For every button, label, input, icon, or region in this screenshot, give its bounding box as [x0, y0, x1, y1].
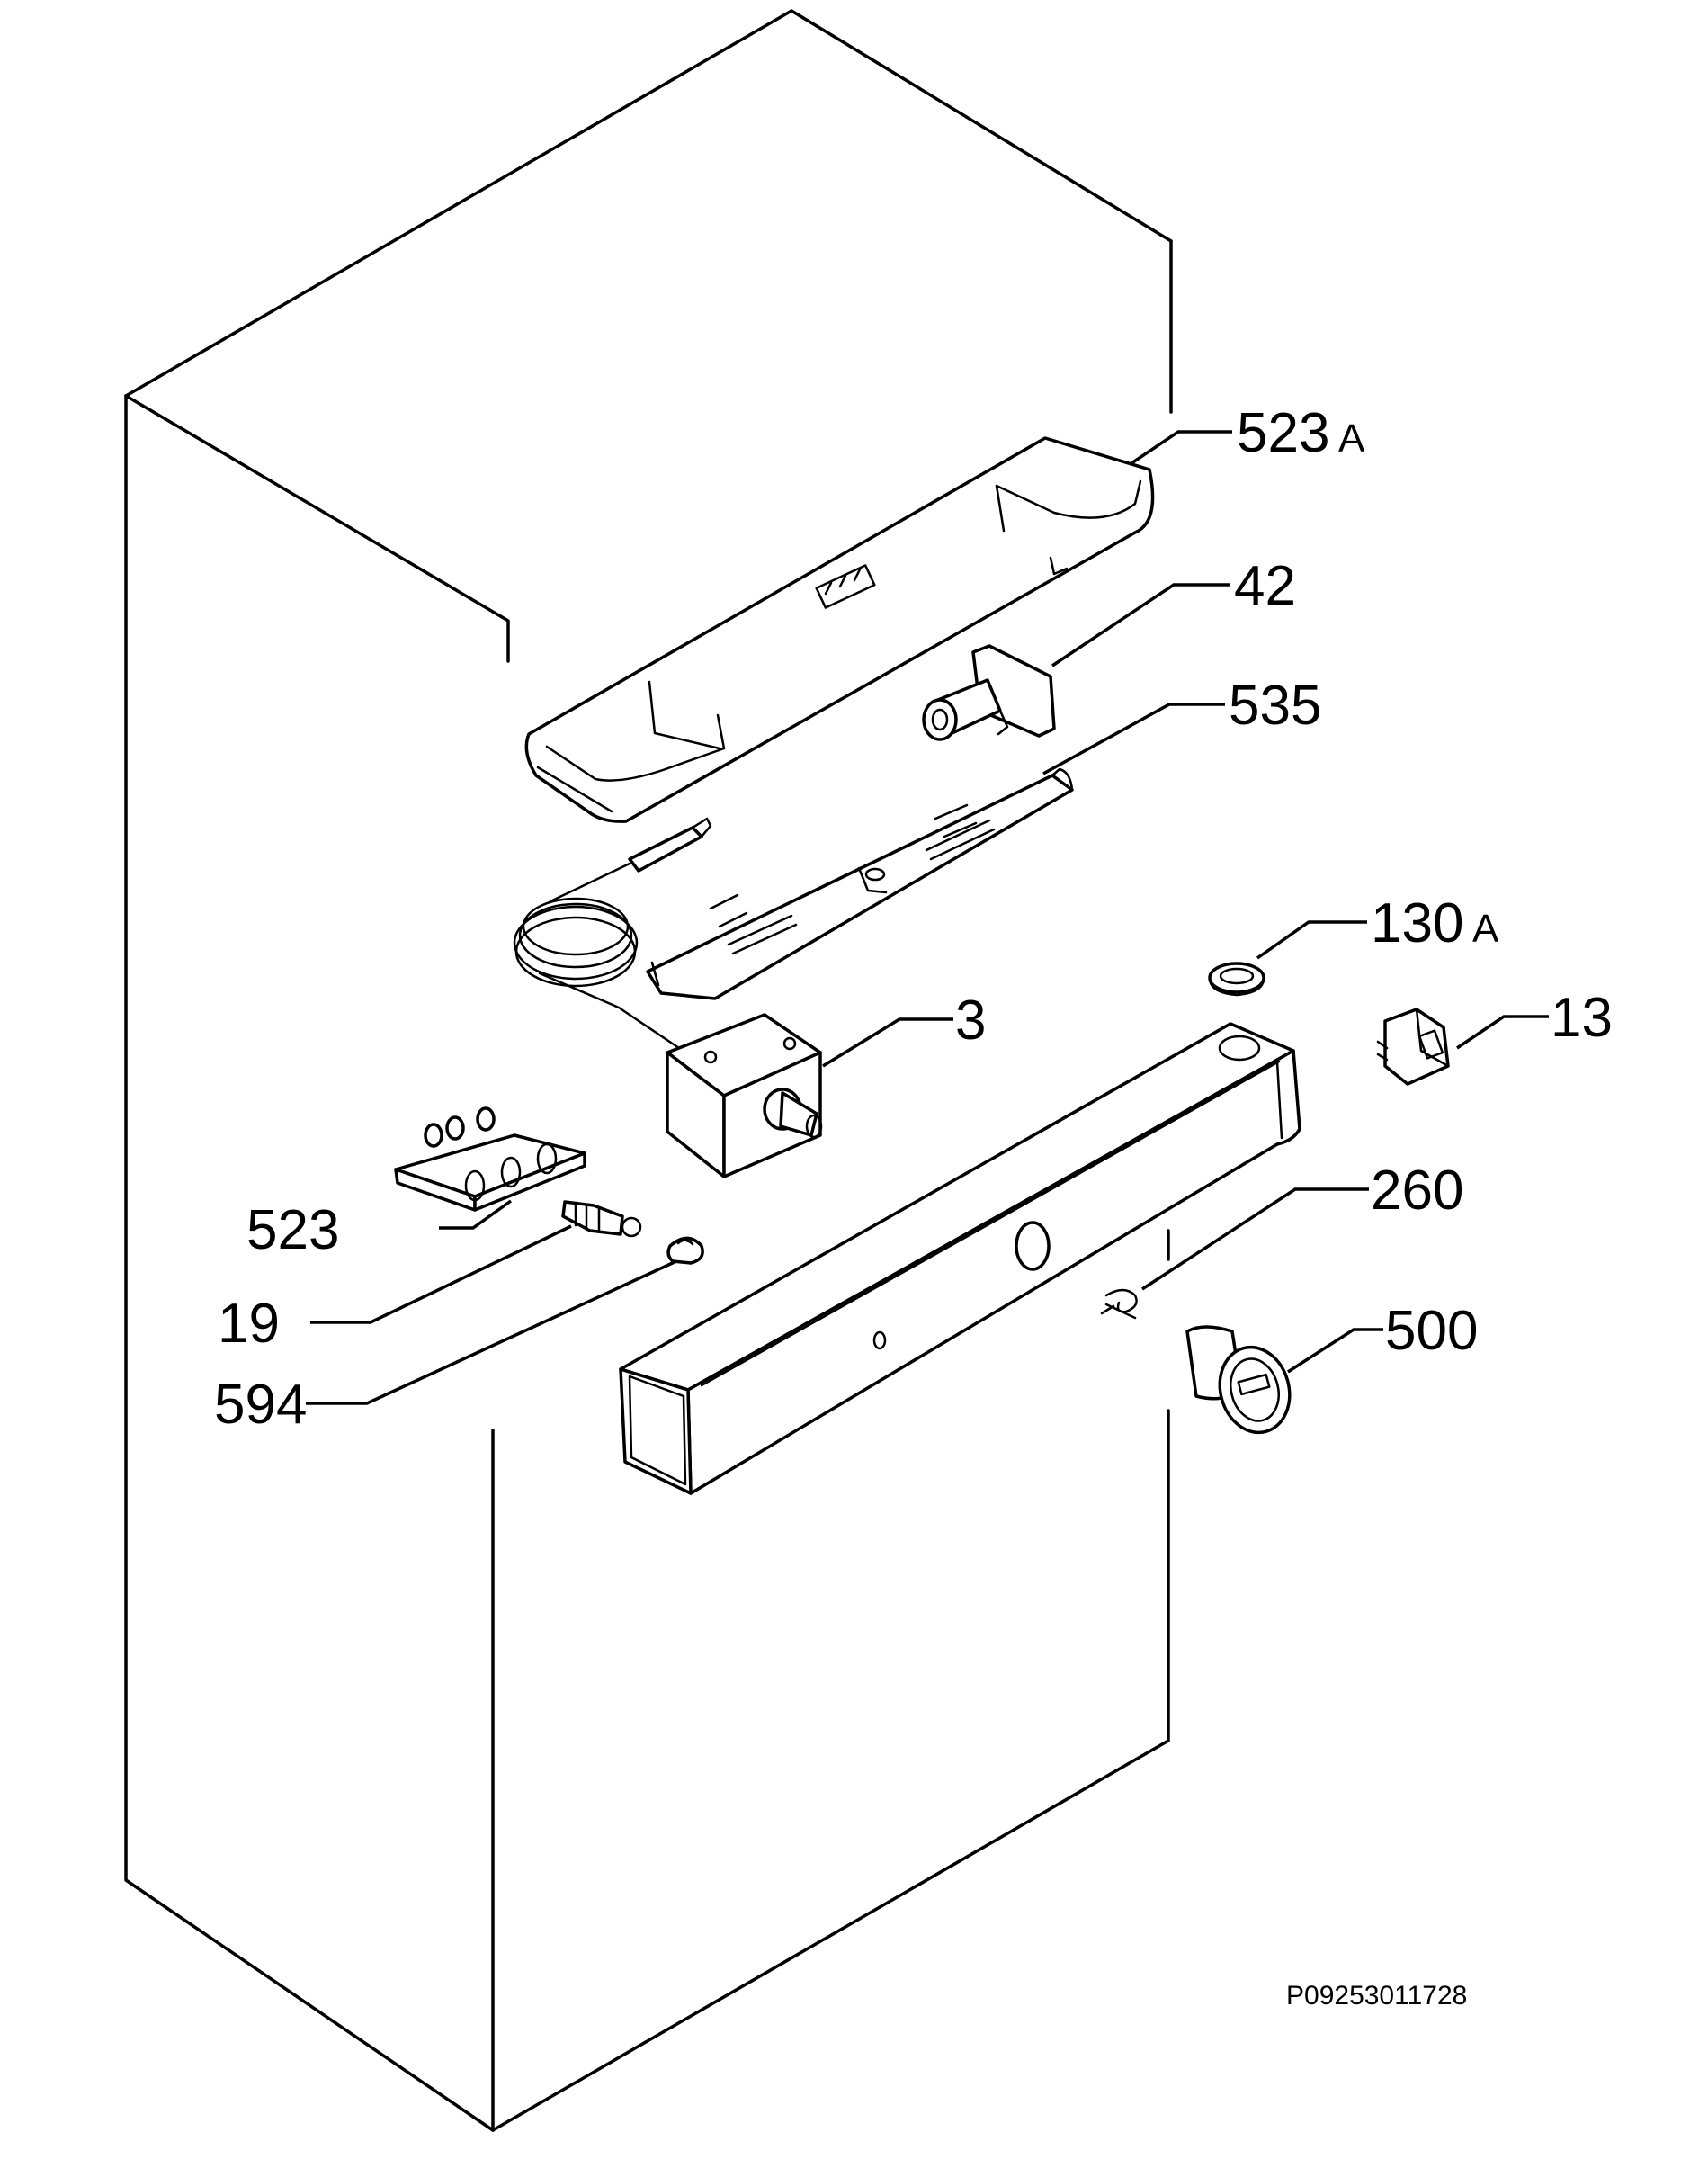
bracket-plate: [646, 767, 1074, 1000]
thermostat: [666, 1013, 823, 1178]
rocker-switch: [1376, 1008, 1450, 1086]
callout-number: 523: [1237, 402, 1329, 464]
document-id: P09253011728: [1286, 1981, 1467, 2011]
cabinet-outline: [124, 9, 1173, 2132]
callout-suffix: A: [1472, 907, 1499, 951]
control-knob: [1185, 1325, 1292, 1435]
callout-130a: 130 A: [1371, 892, 1499, 954]
top-housing-cover: [524, 436, 1155, 823]
callout-42: 42: [1234, 555, 1296, 617]
lamp-holder: [922, 644, 1056, 741]
callout-594: 594: [214, 1374, 307, 1436]
indicator-bulb: [561, 1200, 642, 1238]
spring-clip: [1100, 1288, 1138, 1320]
leader-lines: [306, 430, 1549, 1405]
callout-suffix: A: [1338, 417, 1365, 461]
callout-number: 130: [1371, 892, 1463, 954]
indicator-lens: [666, 1236, 704, 1265]
indicator-lamp-cover: [394, 1106, 586, 1212]
callout-19: 19: [218, 1293, 280, 1355]
callout-500: 500: [1385, 1300, 1478, 1362]
callout-260: 260: [1371, 1160, 1463, 1222]
thermostat-capillary: [513, 817, 712, 1050]
callout-523: 523: [246, 1199, 339, 1261]
callout-535: 535: [1229, 675, 1321, 737]
grommet-ring: [1208, 962, 1265, 997]
callout-3: 3: [955, 990, 986, 1052]
callout-13: 13: [1551, 987, 1613, 1049]
callout-523a: 523 A: [1237, 402, 1365, 464]
control-panel-housing: [619, 1022, 1301, 1495]
